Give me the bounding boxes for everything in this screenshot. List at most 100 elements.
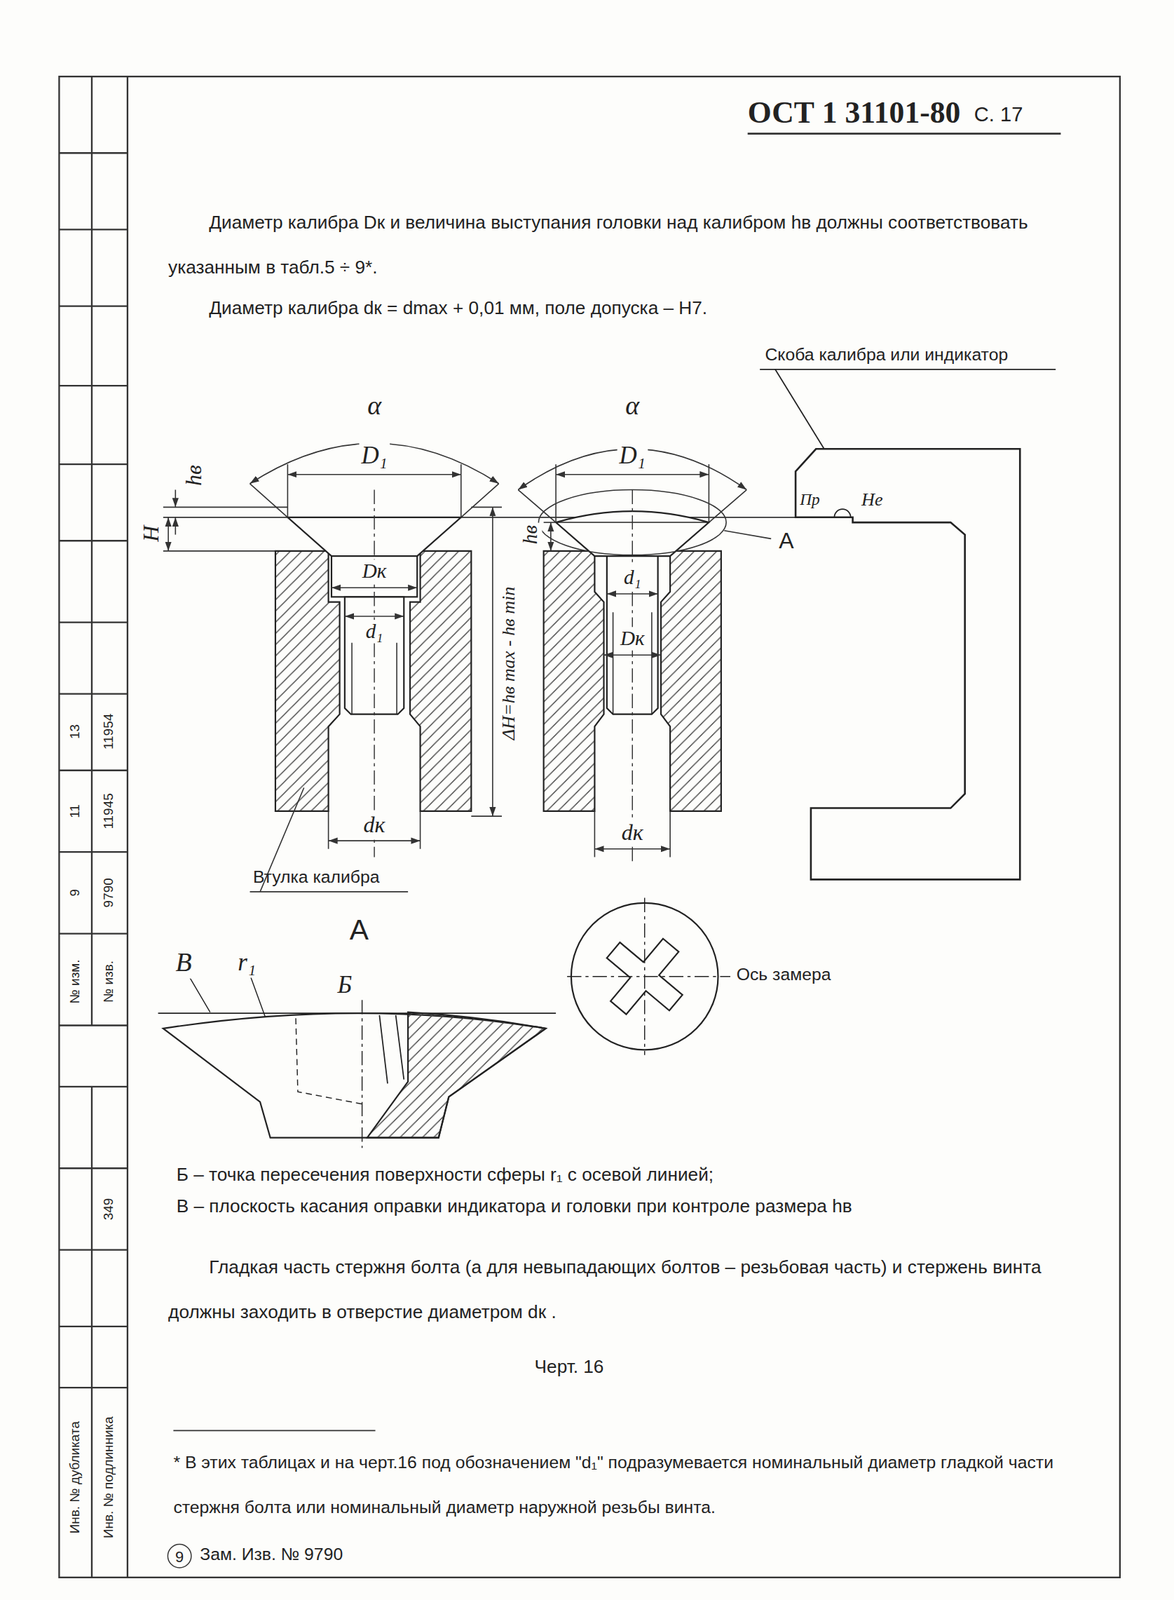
radius-label: r₁	[235, 949, 258, 978]
gauge-mark: Не	[859, 489, 885, 511]
stamp-cell: Инв. № дубликата	[67, 1418, 84, 1535]
page-frame	[91, 76, 93, 1025]
footnote: * В этих таблицах и на черт.16 под обозн…	[173, 1440, 1071, 1531]
legend-note: Б – точка пересечения поверхности сферы …	[176, 1163, 714, 1185]
detail-view	[189, 977, 211, 1012]
detail-view	[158, 977, 557, 1148]
dimension-line	[555, 463, 557, 523]
dimension-label: D₁	[358, 441, 389, 470]
footnote-rule	[173, 1429, 375, 1431]
dimension-label: H	[138, 523, 165, 544]
dimension-line	[708, 463, 711, 523]
angle-label: α	[623, 390, 642, 421]
leader-line	[250, 787, 409, 891]
dimension-line	[344, 615, 404, 617]
dimension-line	[492, 506, 494, 816]
center-line	[374, 489, 633, 863]
dimension-label: d₁	[363, 619, 385, 643]
gauge-bushing	[275, 550, 722, 811]
dimension-line	[250, 483, 289, 518]
dimension-label: dк	[361, 810, 388, 837]
center-line	[373, 489, 375, 858]
stamp-cell: 11945	[101, 790, 118, 831]
detail-view	[250, 977, 268, 1022]
dimension-label: hв	[180, 462, 207, 488]
gauge-bushing	[543, 550, 605, 811]
dimension-line	[604, 653, 661, 656]
recess-view	[567, 897, 731, 1055]
body-text: Диаметр калибра Dк и величина выступания…	[168, 199, 1067, 290]
dimension-line	[669, 810, 671, 857]
dimension-label: dк	[619, 819, 646, 846]
dimension-line	[328, 839, 421, 842]
dimension-line	[167, 517, 169, 551]
angle-label: α	[365, 390, 384, 421]
page-frame	[747, 132, 1062, 135]
countersunk-screw	[606, 555, 659, 715]
dimension-line	[606, 592, 659, 595]
gauge-bushing	[410, 550, 472, 811]
gauge-clamp	[759, 368, 1056, 371]
page-frame	[58, 152, 128, 1388]
dimension-line	[550, 522, 552, 551]
detail-view	[367, 1012, 546, 1138]
dimension-label: Dк	[618, 626, 647, 650]
reference-lines	[163, 550, 276, 552]
reference-lines	[163, 506, 289, 508]
callout-ellipse	[724, 530, 771, 539]
callout-ellipse	[538, 489, 771, 556]
page-frame	[126, 76, 129, 1578]
stamp-cell: 11	[67, 801, 84, 820]
gauge-clamp	[775, 369, 825, 450]
axis-label: Ось замера	[736, 965, 832, 985]
stamp-cell: 11954	[101, 711, 118, 752]
center-line	[632, 489, 633, 863]
legend-note: В – плоскость касания оправки индикатора…	[176, 1195, 853, 1217]
gauge-mark: Пр	[797, 490, 822, 510]
stamp-cell: 9	[67, 886, 84, 898]
stamp-cell: Инв. № подлинника	[101, 1413, 118, 1540]
gauge-clamp	[834, 508, 851, 518]
footnote-rule	[173, 1429, 375, 1431]
recess-view	[567, 975, 731, 977]
gauge-clamp	[795, 448, 1020, 879]
dimension-line	[175, 489, 177, 508]
change-note: Зам. Изв. № 9790	[199, 1544, 343, 1564]
view-label: А	[347, 913, 371, 947]
dimension-label: hв	[518, 522, 542, 546]
dimension-line	[328, 810, 330, 849]
page-frame	[91, 1086, 93, 1578]
dimension-line	[168, 442, 747, 857]
document-code: ОСТ 1 31101-80	[747, 94, 961, 130]
stamp-cell: № изв.	[101, 958, 118, 1005]
callout-ellipse	[538, 489, 727, 556]
dimension-label: ΔH=hв max - hв min	[498, 584, 520, 743]
dimension-label: d₁	[621, 565, 643, 589]
countersunk-screw	[331, 555, 418, 597]
reference-lines	[163, 506, 853, 816]
dimension-line	[543, 521, 556, 523]
dimension-line	[175, 517, 177, 535]
reference-lines	[163, 516, 853, 518]
dimension-label: D₁	[617, 441, 648, 470]
page-frame	[58, 76, 1120, 1578]
gauge-clamp	[759, 369, 1056, 880]
callout-letter: А	[776, 527, 796, 554]
dimension-label: Dк	[360, 559, 389, 583]
detail-view	[361, 999, 363, 1148]
stamp-cell: № изм.	[67, 957, 84, 1006]
dimension-line	[287, 473, 461, 476]
dimension-line	[331, 586, 418, 589]
gauge-bushing	[660, 550, 722, 811]
stamp-cell: 13	[67, 721, 84, 741]
stamp-cell: 349	[101, 1195, 118, 1222]
node-text: 9	[175, 1547, 184, 1563]
reference-lines	[471, 506, 502, 508]
dimension-line	[594, 848, 671, 850]
body-text: Гладкая часть стержня болта (а для невып…	[168, 1244, 1067, 1334]
figure-caption: Черт. 16	[532, 1356, 607, 1378]
reference-lines	[471, 815, 502, 817]
point-label: Б	[335, 971, 354, 1000]
dimension-line	[555, 473, 709, 476]
